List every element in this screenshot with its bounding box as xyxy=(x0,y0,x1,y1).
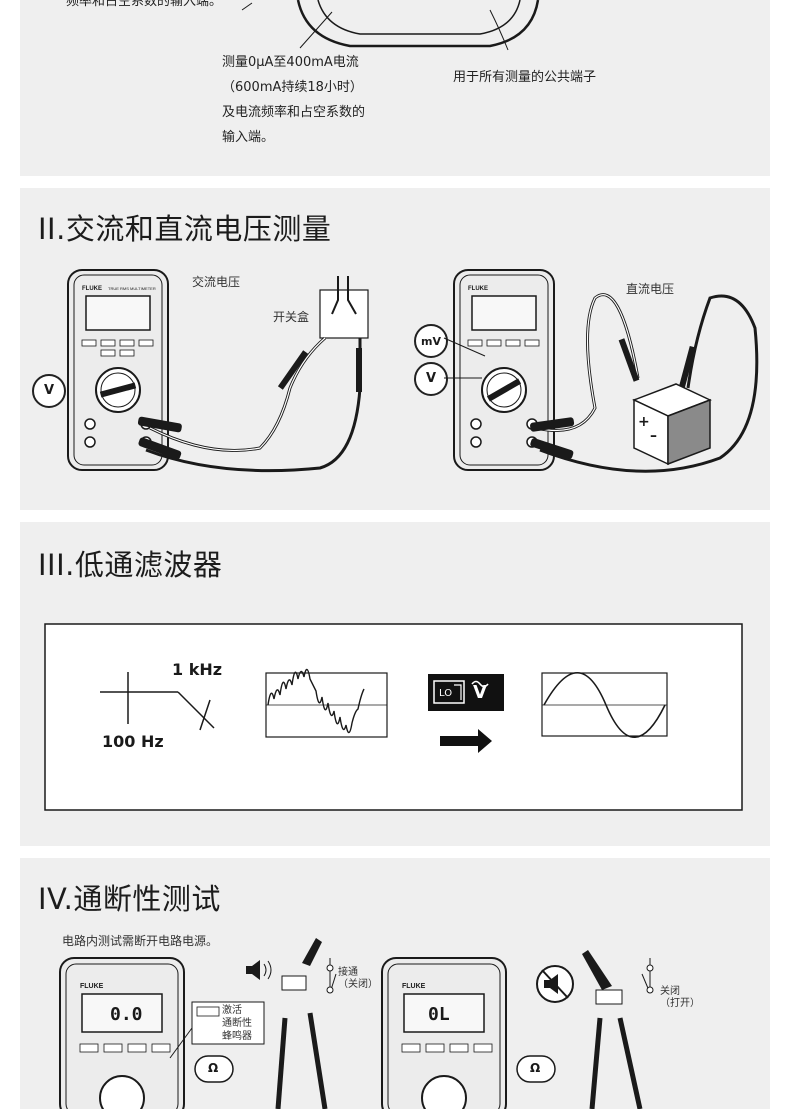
lo-mode-label: LO xyxy=(439,688,453,699)
meter-brand: FLUKE xyxy=(82,286,102,292)
svg-text:FLUKE: FLUKE xyxy=(468,286,488,292)
lcd-left-reading: 0.0 xyxy=(110,1004,143,1025)
ac-voltage-label: 交流电压 xyxy=(192,275,241,289)
top-partial-text: 频率和占空系数的输入端。 xyxy=(66,0,223,9)
continuity-meter-right: FLUKE 0L xyxy=(381,957,507,1109)
terminal-description-panel: 频率和占空系数的输入端。 测量0μA至400mA电流 （600mA持续18小时）… xyxy=(20,0,770,176)
ac-voltage-badge: V xyxy=(32,374,66,408)
closed-label: 接通 xyxy=(338,967,358,978)
continuity-probes-switches xyxy=(169,938,654,1109)
current-line-1: 测量0μA至400mA电流 xyxy=(222,55,359,70)
lo-v-label: V xyxy=(473,682,487,703)
ac-wiring xyxy=(137,276,369,473)
continuity-note: 电路内测试需断开电路电源。 xyxy=(62,934,219,948)
svg-text:FLUKE: FLUKE xyxy=(402,983,426,990)
dc-voltage-label: 直流电压 xyxy=(626,282,675,296)
section-title-continuity: IV.通断性测试 xyxy=(38,882,221,916)
dc-wiring-battery: + – xyxy=(443,293,759,473)
continuity-meter-left: FLUKE 0.0 xyxy=(59,957,185,1109)
multimeter-dc: FLUKE xyxy=(453,269,555,471)
closed-sub-label: （关闭） xyxy=(338,979,378,990)
current-line-2: （600mA持续18小时） xyxy=(222,80,363,95)
svg-text:–: – xyxy=(650,428,657,444)
low-pass-filter-panel: III.低通滤波器 1 kHz 100 Hz LO V xyxy=(20,522,770,846)
current-line-4: 输入端。 xyxy=(222,130,275,145)
section-title-voltage: II.交流和直流电压测量 xyxy=(38,212,332,246)
meter-bottom-outline xyxy=(241,0,540,51)
freq-high-label: 1 kHz xyxy=(172,660,223,679)
open-sub-label: （打开） xyxy=(660,998,700,1009)
switch-box-label: 开关盒 xyxy=(273,310,310,324)
mv-badge: mV xyxy=(414,324,448,358)
section-title-lowpass: III.低通滤波器 xyxy=(38,548,223,582)
current-input-description: 测量0μA至400mA电流 （600mA持续18小时） 及电流频率和占空系数的 … xyxy=(222,50,365,150)
lowpass-diagram xyxy=(44,623,743,811)
svg-text:+: + xyxy=(638,414,650,430)
dc-voltage-badge: V xyxy=(414,362,448,396)
common-terminal-description: 用于所有测量的公共端子 xyxy=(453,70,597,85)
freq-low-label: 100 Hz xyxy=(102,732,164,751)
current-line-3: 及电流频率和占空系数的 xyxy=(222,105,366,120)
lcd-right-reading: 0L xyxy=(428,1004,450,1025)
svg-text:FLUKE: FLUKE xyxy=(80,983,104,990)
ohm-badge-right: Ω xyxy=(530,1061,541,1075)
voltage-measurement-panel: II.交流和直流电压测量 FLUKE TRUE RMS MULTIMETER V xyxy=(20,188,770,510)
beeper-label: 激活 通断性 蜂鸣器 xyxy=(222,1005,252,1042)
meter-model: TRUE RMS MULTIMETER xyxy=(108,286,156,291)
ohm-badge-left: Ω xyxy=(208,1061,219,1075)
open-label: 关闭 xyxy=(660,986,680,997)
continuity-test-panel: IV.通断性测试 电路内测试需断开电路电源。 FLUKE 0.0 FLUKE 0… xyxy=(20,858,770,1109)
